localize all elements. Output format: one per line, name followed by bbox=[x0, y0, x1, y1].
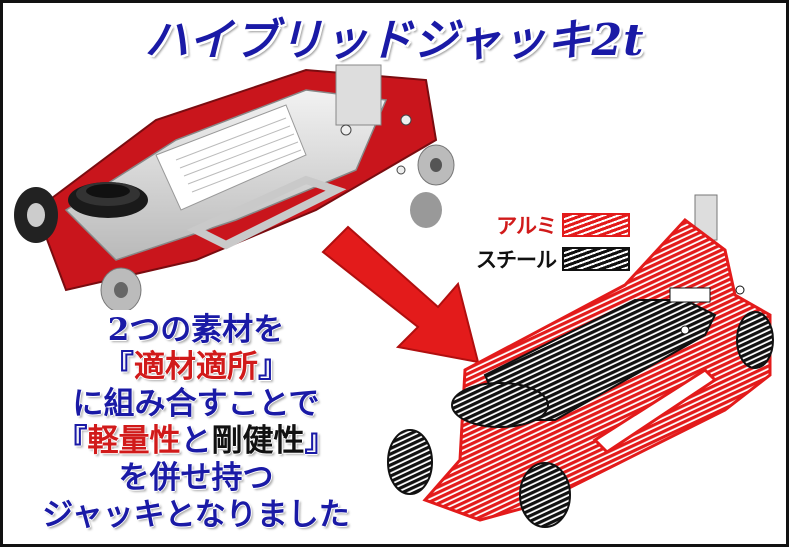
steel-swatch bbox=[562, 247, 630, 271]
floor-jack-material-diagram bbox=[387, 194, 774, 528]
message-line-6: ジャッキとなりました bbox=[42, 497, 350, 533]
bracket-open: 『 bbox=[103, 349, 134, 385]
message-line-4: 『軽量性と剛健性』 bbox=[14, 423, 378, 460]
highlight-rigidity: 剛健性 bbox=[211, 423, 305, 459]
legend-row-steel: スチール bbox=[456, 246, 630, 272]
aluminum-swatch bbox=[562, 213, 630, 237]
highlight-tekizai-tekisho: 適材適所 bbox=[134, 349, 258, 385]
legend-row-aluminum: アルミ bbox=[456, 212, 630, 238]
highlight-lightweight: 軽量性 bbox=[87, 423, 181, 459]
message-line-2: 『適材適所』 bbox=[14, 349, 378, 386]
bracket-close: 』 bbox=[304, 423, 336, 459]
message-line-1: 2つの素材を bbox=[107, 312, 285, 348]
bracket-close: 』 bbox=[258, 349, 289, 385]
material-legend: アルミ スチール bbox=[456, 210, 646, 280]
red-arrow-icon bbox=[321, 225, 480, 364]
legend-label-aluminum: アルミ bbox=[496, 214, 557, 238]
page-title: ハイブリッドジャッキ2t bbox=[144, 15, 645, 66]
conjunction: と bbox=[180, 423, 212, 459]
message-line-3: に組み合すことで bbox=[72, 386, 320, 422]
floor-jack-photo bbox=[14, 64, 455, 310]
bracket-open: 『 bbox=[56, 423, 88, 459]
legend-label-steel: スチール bbox=[476, 248, 557, 272]
promo-message: 2つの素材を 『適材適所』 に組み合すことで 『軽量性と剛健性』 を併せ持つ ジ… bbox=[14, 312, 378, 534]
message-line-5: を併せ持つ bbox=[118, 460, 274, 496]
